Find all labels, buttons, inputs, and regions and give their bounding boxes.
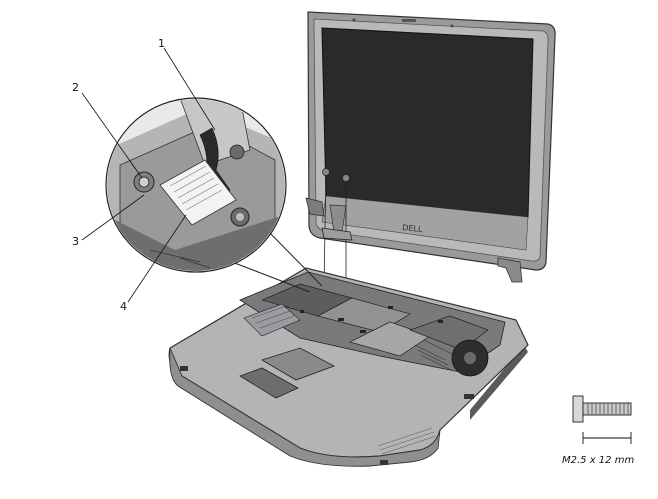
screen-panel <box>321 27 534 218</box>
magnified-inset <box>105 97 323 293</box>
right-hinge <box>497 257 523 283</box>
callout-1: 1 <box>158 37 165 50</box>
left-hinge <box>305 197 325 217</box>
dell-logo: DELL <box>402 223 423 234</box>
screw-size-caption: M2.5 x 12 mm <box>562 455 635 466</box>
floating-screws <box>321 168 353 292</box>
computer-base <box>168 267 529 467</box>
callout-leaders <box>81 47 216 303</box>
screw-length-scale <box>582 432 632 444</box>
callout-3: 3 <box>72 235 79 248</box>
display-assembly: DELL <box>305 11 556 283</box>
touchpad <box>261 347 335 381</box>
screw-icon <box>572 395 632 423</box>
callout-2: 2 <box>72 81 79 94</box>
callout-4: 4 <box>120 300 127 313</box>
touchpad-buttons <box>239 367 299 399</box>
